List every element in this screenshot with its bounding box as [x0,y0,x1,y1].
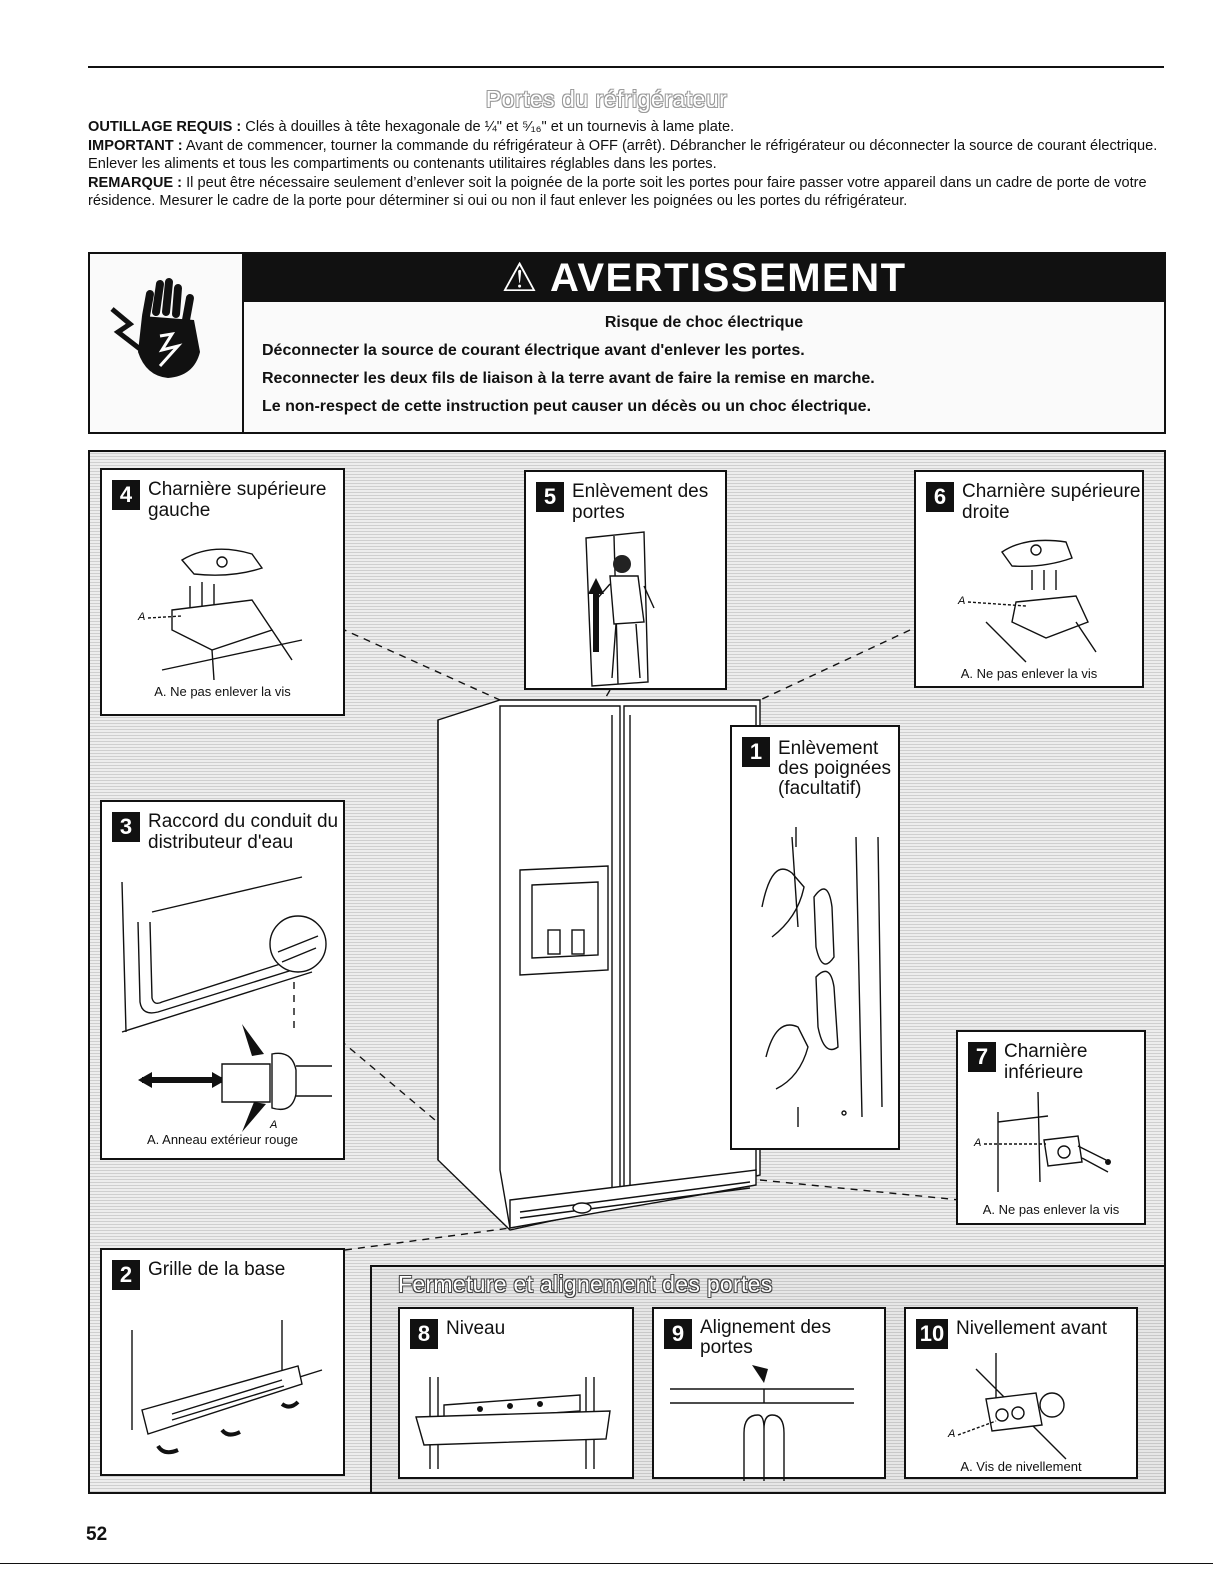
step-2-number: 2 [112,1260,140,1290]
important-label: IMPORTANT : [88,137,183,154]
warning-icon-panel [90,254,244,432]
step-4-caption: A. Ne pas enlever la vis [154,684,291,699]
step-3-box: 3 Raccord du conduit du distributeur d'e… [100,800,345,1160]
step-3-number: 3 [112,812,140,842]
closing-section-title: Fermeture et alignement des portes [398,1271,773,1297]
section-title: Portes du réfrigérateur [485,86,728,112]
step-8-box: 8 Niveau [398,1307,634,1479]
important-paragraph: IMPORTANT : Avant de commencer, tourner … [88,137,1164,174]
warning-line-3: Le non-respect de cette instruction peut… [262,398,872,415]
tools-text: Clés à douilles à tête hexagonale de ¼" … [241,119,735,135]
step-3-title: Raccord du conduit du distributeur d'eau [148,811,339,853]
door-removal-person-icon [585,531,655,687]
step-10-box: 10 Nivellement avant A A. Vis de nivelle… [904,1307,1138,1479]
step-7-number: 7 [968,1042,996,1072]
step-4-box: 4 Charnière supérieure gauche A A. Ne pa… [100,468,345,716]
note-text: Il peut être nécessaire seulement d’enle… [88,174,1147,210]
step-6-marker: A [957,595,965,607]
base-grille-icon [131,1320,323,1455]
step-8-number: 8 [410,1319,438,1349]
warning-heading: Risque de choc électrique [604,314,804,331]
electric-shock-hand-icon [110,278,200,378]
step-1-number: 1 [742,737,770,767]
page-number: 52 [86,1524,108,1545]
note-paragraph: REMARQUE : Il peut être nécessaire seule… [88,174,1164,211]
step-7-box: 7 Charnière inférieure A A. Ne pas enlev… [956,1030,1146,1225]
water-line-connector-icon: A [121,876,332,1132]
door-alignment-icon [670,1365,854,1481]
step-4-number: 4 [112,480,140,510]
step-6-title: Charnière supérieure droite [962,481,1141,523]
step-9-title: Alignement des portes [700,1317,831,1358]
step-10-marker: A [947,1428,955,1440]
bottom-hinge-icon: A [973,1091,1111,1192]
step-6-number: 6 [926,482,954,512]
step-5-title: Enlèvement des portes [572,481,709,523]
step-9-box: 9 Alignement des portes [652,1307,886,1481]
top-rule [88,66,1164,68]
right-top-hinge-icon: A [957,539,1097,663]
note-label: REMARQUE : [88,174,183,191]
step-6-box: 6 Charnière supérieure droite A A. Ne pa… [914,470,1144,688]
warning-triangle-icon: ⚠ [501,256,539,300]
handle-removal-icon [761,827,883,1127]
step-3-marker: A [269,1119,277,1131]
step-3-caption: A. Anneau extérieur rouge [146,1132,299,1147]
warning-banner: ⚠ AVERTISSEMENT [244,254,1164,302]
step-6-caption: A. Ne pas enlever la vis [960,666,1098,681]
step-7-marker: A [973,1137,981,1149]
door-closing-section: Fermeture et alignement des portes 8 Niv… [370,1265,1166,1494]
warning-content: ⚠ AVERTISSEMENT Risque de choc électriqu… [244,254,1164,432]
intro-text: OUTILLAGE REQUIS : Clés à douilles à têt… [88,118,1164,211]
step-8-title: Niveau [446,1318,506,1339]
warning-line-2: Reconnecter les deux fils de liaison à l… [262,370,875,387]
step-7-title: Charnière inférieure [1004,1041,1088,1083]
step-5-number: 5 [536,482,564,512]
left-top-hinge-icon: A [137,548,303,681]
step-9-number: 9 [664,1319,692,1349]
bottom-rule [0,1563,1213,1564]
important-text: Avant de commencer, tourner la commande … [88,137,1158,173]
step-4-marker: A [137,611,145,623]
warning-box: ⚠ AVERTISSEMENT Risque de choc électriqu… [88,252,1166,434]
step-2-box: 2 Grille de la base [100,1248,345,1476]
warning-line-1: Déconnecter la source de courant électri… [262,342,805,359]
warning-banner-text: AVERTISSEMENT [549,256,907,300]
step-4-title: Charnière supérieure gauche [148,479,327,521]
step-2-title: Grille de la base [148,1259,286,1280]
step-1-box: 1 Enlèvement des poignées (facultatif) [730,725,900,1150]
tools-label: OUTILLAGE REQUIS : [88,119,242,135]
step-10-number: 10 [916,1319,948,1349]
step-1-title: Enlèvement des poignées (facultatif) [778,738,892,799]
step-7-caption: A. Ne pas enlever la vis [982,1202,1120,1217]
step-10-title: Nivellement avant [956,1318,1108,1339]
step-5-box: 5 Enlèvement des portes [524,470,727,690]
level-tool-icon [415,1377,611,1469]
tools-paragraph: OUTILLAGE REQUIS : Clés à douilles à têt… [88,118,1164,137]
front-leveling-icon: A [947,1353,1067,1460]
step-10-caption: A. Vis de nivellement [960,1459,1082,1474]
